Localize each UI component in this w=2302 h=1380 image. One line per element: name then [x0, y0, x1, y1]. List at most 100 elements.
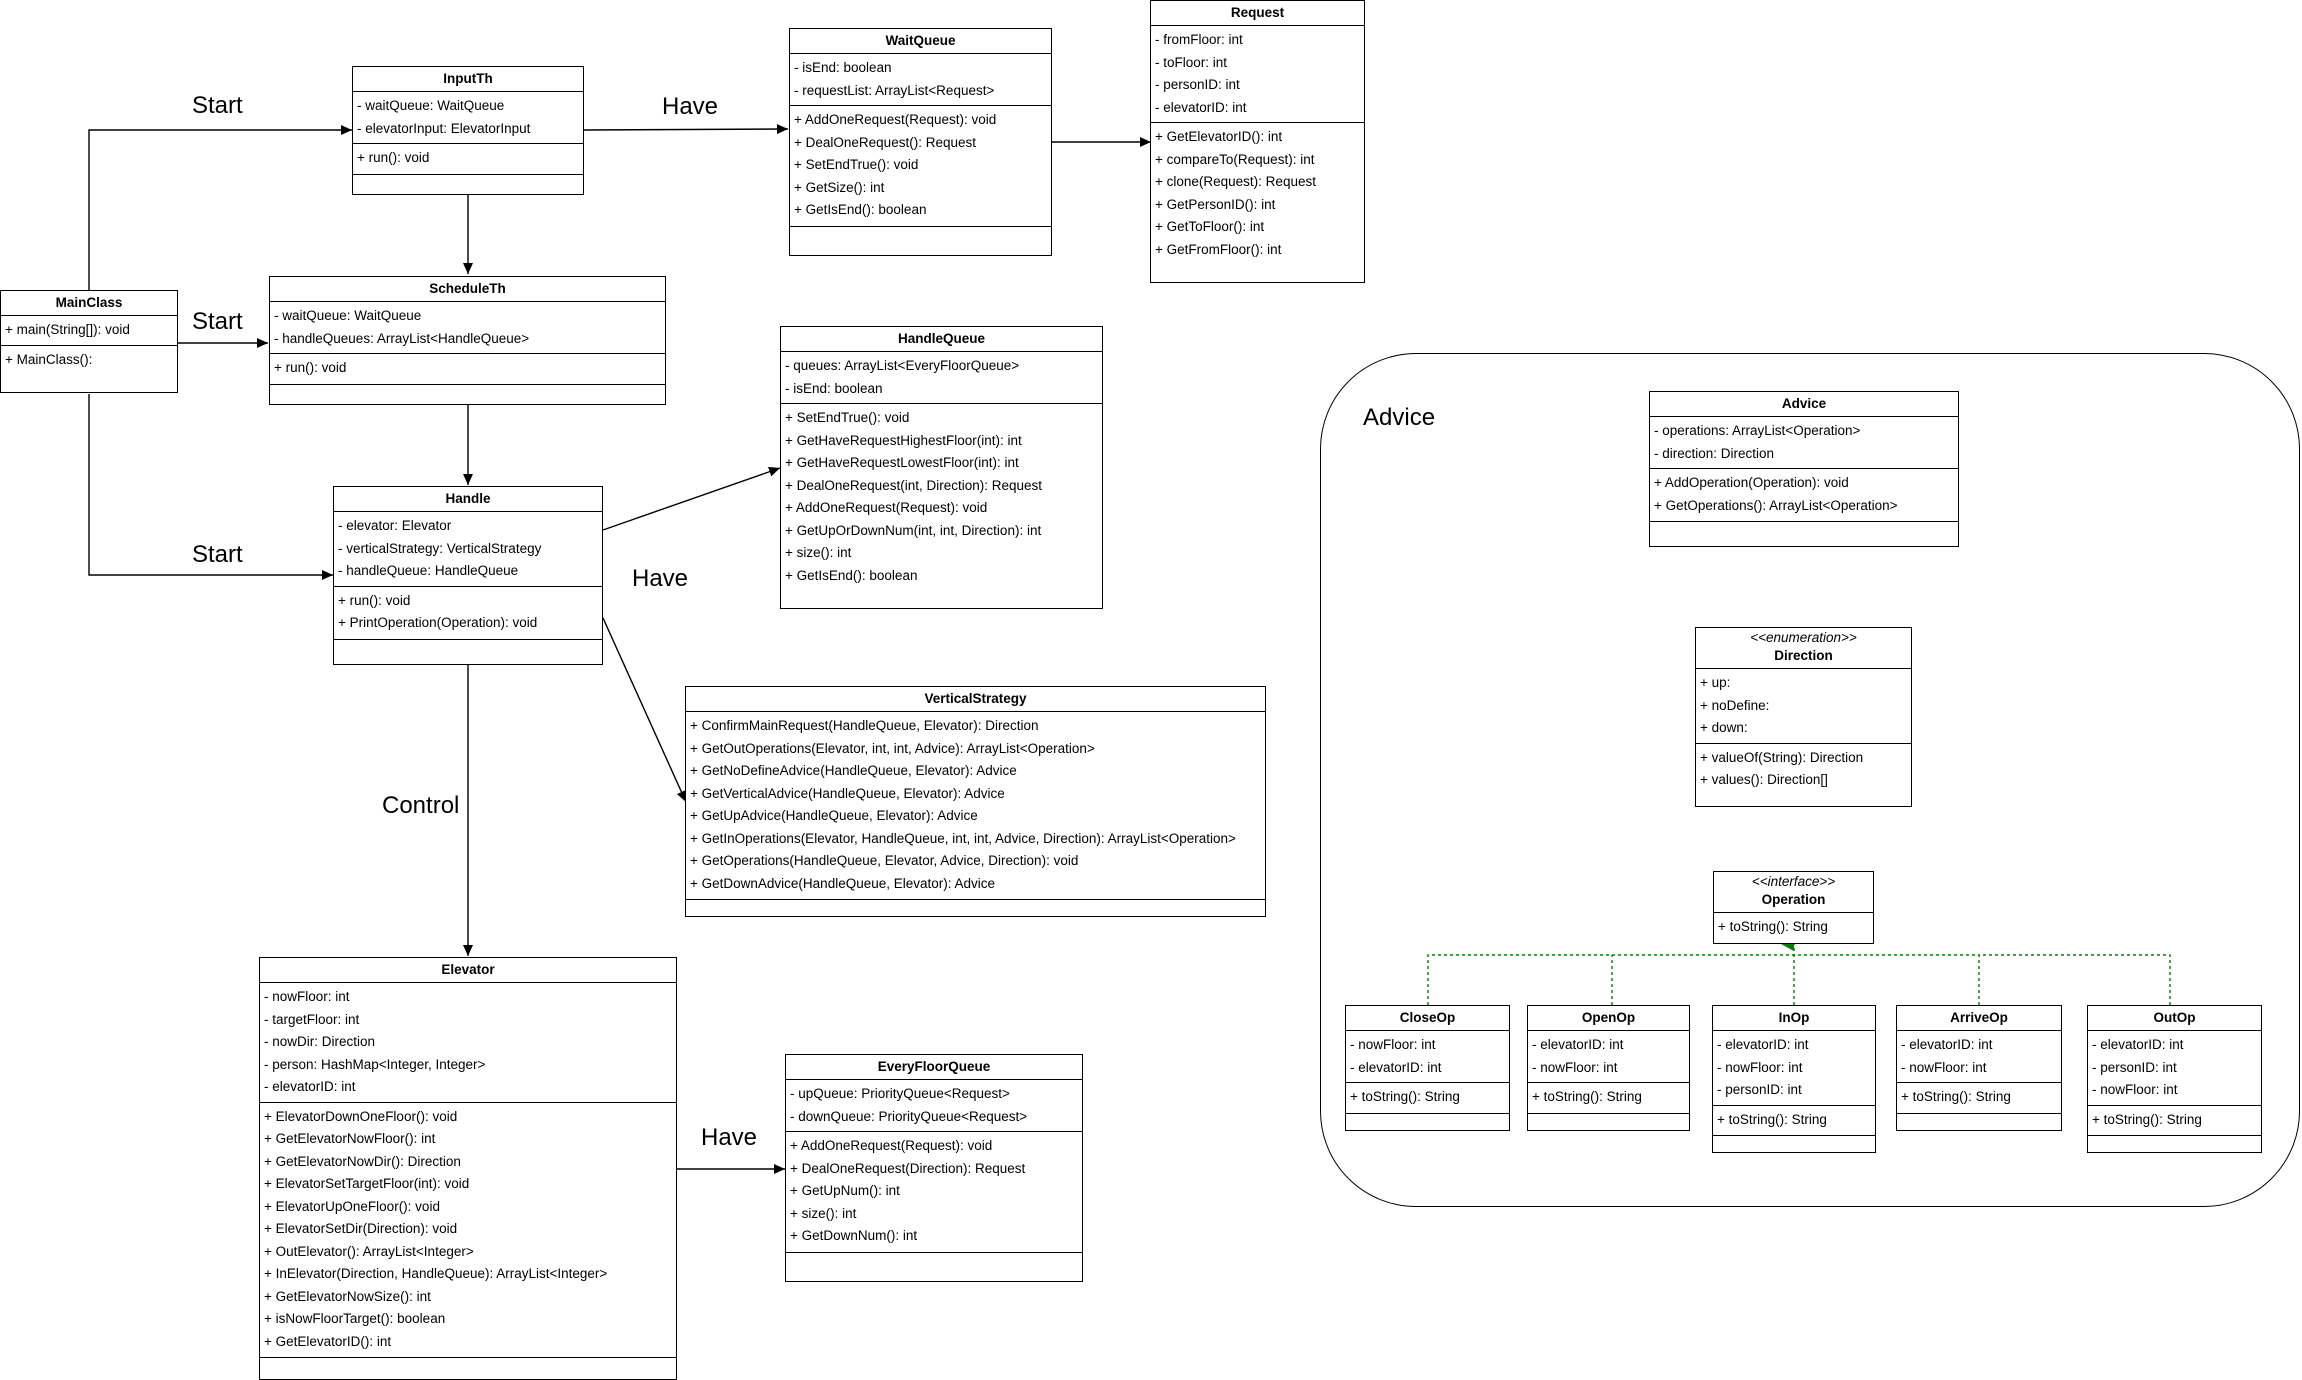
methods-section: + SetEndTrue(): void + GetHaveRequestHig… [781, 404, 1102, 593]
interface-operation: <<interface>> Operation + toString(): St… [1713, 871, 1874, 944]
member-row: - isEnd: boolean [794, 60, 892, 75]
member-row: - elevatorID: int [264, 1079, 356, 1094]
class-title: ScheduleTh [270, 277, 665, 302]
member-row: - nowFloor: int [1350, 1037, 1436, 1052]
member-row: + GetHaveRequestHighestFloor(int): int [785, 432, 1022, 448]
member-row: + DealOneRequest(int, Direction): Reques… [785, 477, 1043, 493]
label-start-schedule: Start [192, 308, 243, 335]
member-row: + ElevatorDownOneFloor(): void [264, 1108, 458, 1124]
member-row: + GetToFloor(): int [1155, 219, 1265, 234]
member-row: + GetOutOperations(Elevator, int, int, A… [690, 740, 1095, 756]
edge-main-to-handle [88, 394, 333, 580]
methods-section: + valueOf(String): Direction + values():… [1696, 744, 1911, 798]
member-row: + OutElevator(): ArrayList<Integer> [264, 1243, 474, 1259]
member-row: + GetUpOrDownNum(int, int, Direction): i… [785, 522, 1042, 538]
member-row: - nowFloor: int [1532, 1059, 1618, 1075]
class-verticalstrategy: VerticalStrategy + ConfirmMainRequest(Ha… [685, 686, 1266, 917]
member-row: + valueOf(String): Direction [1700, 749, 1864, 765]
edge-main-to-inputth [88, 125, 352, 290]
member-row: - nowFloor: int [1901, 1059, 1987, 1075]
edge-handle-to-vertical [602, 617, 687, 803]
class-title: OutOp [2088, 1006, 2261, 1031]
class-title: <<interface>> Operation [1714, 872, 1873, 913]
member-row: + AddOneRequest(Request): void [790, 1138, 993, 1153]
attributes-section: - elevatorID: int - nowFloor: int - pers… [1713, 1031, 1875, 1106]
methods-section: + ConfirmMainRequest(HandleQueue, Elevat… [686, 712, 1265, 906]
member-row: - elevatorID: int [2092, 1037, 2184, 1052]
attributes-section: - nowFloor: int - elevatorID: int [1346, 1031, 1509, 1083]
class-inputth: InputTh - waitQueue: WaitQueue - elevato… [352, 66, 584, 195]
class-title: InOp [1713, 1006, 1875, 1031]
class-waitqueue: WaitQueue - isEnd: boolean - requestList… [789, 28, 1052, 256]
member-row: - requestList: ArrayList<Request> [794, 82, 995, 98]
class-title: OpenOp [1528, 1006, 1689, 1031]
edge-outop-realizes-operation [1979, 954, 2171, 1005]
label-control: Control [382, 792, 460, 819]
methods-section: + AddOneRequest(Request): void + DealOne… [790, 106, 1051, 233]
member-row: - person: HashMap<Integer, Integer> [264, 1056, 486, 1072]
attributes-section: - waitQueue: WaitQueue - handleQueues: A… [270, 302, 665, 354]
class-name: Operation [1761, 892, 1826, 907]
member-row: + AddOneRequest(Request): void [794, 112, 997, 127]
member-row: - elevator: Elevator [338, 518, 452, 533]
class-name: OpenOp [1581, 1010, 1636, 1025]
class-name: ScheduleTh [429, 281, 506, 296]
member-row: - nowFloor: int [2092, 1082, 2178, 1097]
member-row: + InElevator(Direction, HandleQueue): Ar… [264, 1266, 608, 1281]
class-title: VerticalStrategy [686, 687, 1265, 712]
member-row: + GetDownNum(): int [790, 1228, 918, 1243]
member-row: + toString(): String [1350, 1089, 1460, 1104]
class-name: InputTh [443, 71, 493, 86]
member-row: + PrintOperation(Operation): void [338, 615, 538, 630]
member-row: - direction: Direction [1654, 445, 1775, 461]
member-row: + toString(): String [1532, 1089, 1642, 1104]
attributes-section: - elevatorID: int - personID: int - nowF… [2088, 1031, 2261, 1106]
member-row: + toString(): String [2092, 1111, 2202, 1127]
member-row: + SetEndTrue(): void [794, 157, 919, 172]
attributes-section: - nowFloor: int - targetFloor: int - now… [260, 983, 676, 1103]
methods-section: + ElevatorDownOneFloor(): void + GetElev… [260, 1103, 676, 1365]
member-row: - elevatorID: int [1155, 99, 1247, 115]
member-row: - personID: int [1717, 1082, 1802, 1097]
class-name: Handle [445, 491, 491, 506]
class-handlequeue: HandleQueue - queues: ArrayList<EveryFlo… [780, 326, 1103, 609]
class-title: InputTh [353, 67, 583, 92]
edge-closeop-realizes-operation [1427, 937, 1795, 1005]
member-row: - toFloor: int [1155, 54, 1228, 70]
methods-section: + AddOperation(Operation): void + GetOpe… [1650, 469, 1958, 528]
member-row: - downQueue: PriorityQueue<Request> [790, 1108, 1028, 1124]
methods-section: + AddOneRequest(Request): void + DealOne… [786, 1132, 1082, 1259]
methods-section: + toString(): String [1528, 1083, 1689, 1120]
class-scheduleth: ScheduleTh - waitQueue: WaitQueue - hand… [269, 276, 666, 405]
attributes-section: - queues: ArrayList<EveryFloorQueue> - i… [781, 352, 1102, 404]
class-title: Elevator [260, 958, 676, 983]
class-name: CloseOp [1399, 1010, 1456, 1025]
class-name: Advice [1781, 396, 1827, 411]
edge-handle-to-handlequeue [602, 466, 781, 531]
member-row: - elevatorInput: ElevatorInput [357, 120, 531, 136]
methods-section: + run(): void [270, 354, 665, 391]
member-row: + size(): int [785, 545, 852, 560]
class-outop: OutOp - elevatorID: int - personID: int … [2087, 1005, 2262, 1153]
member-row: + SetEndTrue(): void [785, 410, 910, 425]
member-row: + GetIsEnd(): boolean [794, 202, 927, 217]
member-row: + down: [1700, 720, 1748, 735]
class-name: WaitQueue [885, 33, 956, 48]
label-have-floor: Have [701, 1124, 758, 1151]
member-row: - elevatorID: int [1901, 1037, 1993, 1052]
class-openop: OpenOp - elevatorID: int - nowFloor: int… [1527, 1005, 1690, 1131]
member-row: + GetElevatorNowFloor(): int [264, 1131, 436, 1146]
member-row: + run(): void [274, 360, 347, 375]
class-name: HandleQueue [897, 331, 986, 346]
class-name: MainClass [55, 295, 123, 310]
member-row: + GetFromFloor(): int [1155, 241, 1282, 257]
class-everyfloorqueue: EveryFloorQueue - upQueue: PriorityQueue… [785, 1054, 1083, 1282]
member-row: + ElevatorSetTargetFloor(int): void [264, 1176, 470, 1191]
member-row: + main(String[]): void [5, 322, 130, 337]
class-title: ArriveOp [1897, 1006, 2061, 1031]
member-row: + GetPersonID(): int [1155, 196, 1276, 212]
member-row: - personID: int [1155, 77, 1240, 92]
member-row: - elevatorID: int [1350, 1059, 1442, 1075]
member-row: - isEnd: boolean [785, 380, 883, 396]
class-name: EveryFloorQueue [877, 1059, 991, 1074]
